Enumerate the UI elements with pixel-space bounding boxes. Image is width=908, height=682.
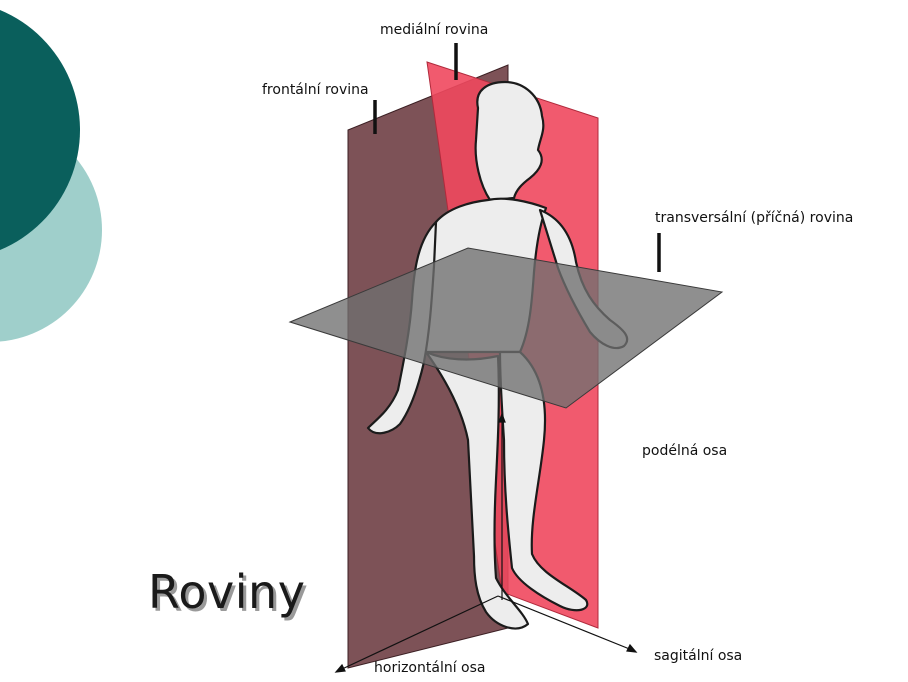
label-frontal-plane: frontální rovina (262, 82, 369, 98)
axis-sagittal-head (627, 645, 636, 652)
axis-horizontal-head (336, 665, 345, 672)
label-longitudinal-axis: podélná osa (642, 443, 727, 459)
label-horizontal-axis: horizontální osa (374, 660, 485, 676)
label-transverse-plane: transversální (příčná) rovina (655, 210, 853, 226)
slide-decoration (0, 0, 102, 342)
label-sagittal-axis: sagitální osa (654, 648, 742, 664)
slide-title: Roviny (148, 565, 305, 619)
label-medial-plane: mediální rovina (380, 22, 488, 38)
